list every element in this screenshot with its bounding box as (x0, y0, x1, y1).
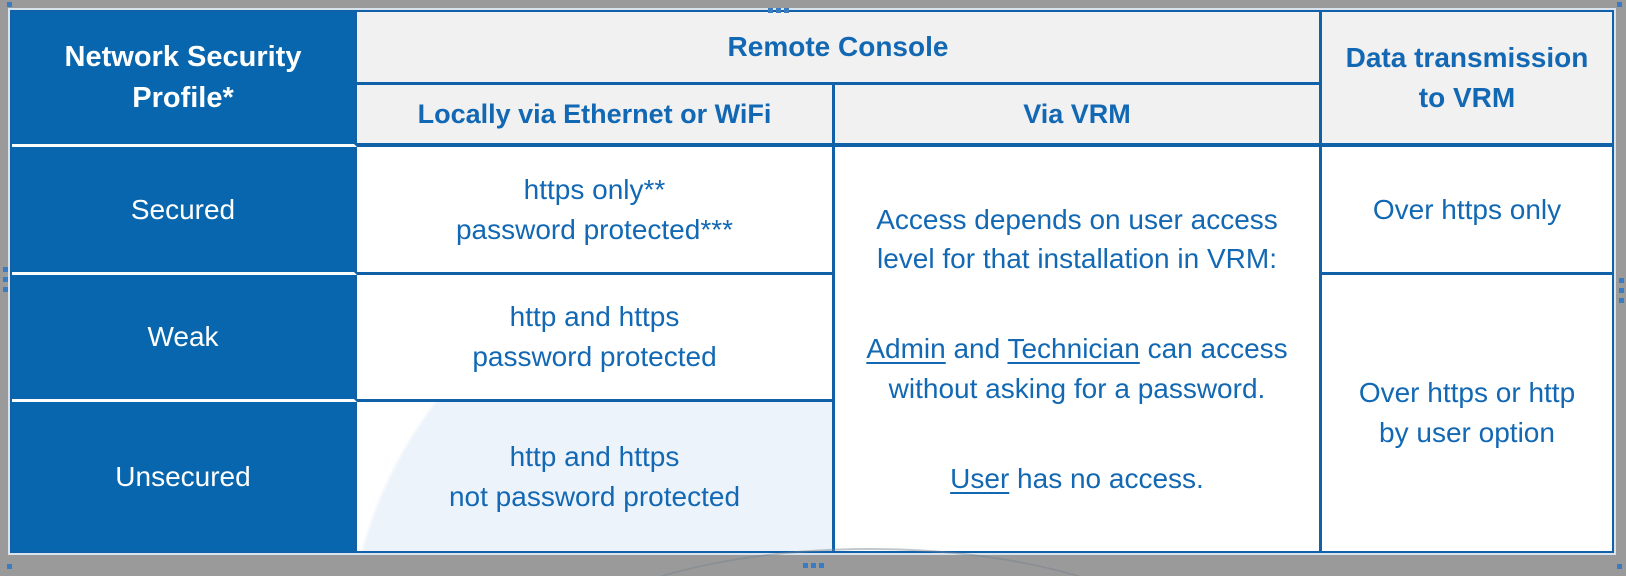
selection-handle-corner-icon[interactable] (1617, 2, 1622, 7)
selection-handle-corner-icon[interactable] (7, 2, 12, 7)
header-data-transmission-to-vrm: Data transmission to VRM (1322, 12, 1612, 147)
header-locally-text: Locally via Ethernet or WiFi (417, 98, 772, 129)
selection-handle-bottom-icon[interactable] (803, 563, 808, 568)
cell-via-vrm-access-description: Access depends on user access level for … (835, 147, 1322, 551)
secured-local-line2: password protected*** (455, 213, 734, 245)
header-network-security-profile-text: Network Security Profile* (64, 40, 302, 114)
table-grid: Network Security Profile* Remote Console… (12, 12, 1612, 551)
cell-secured-local-access: https only** password protected*** (357, 147, 835, 275)
row-label-weak-text: Weak (147, 321, 219, 353)
selection-handle-bottom-icon[interactable] (811, 563, 816, 568)
row-label-secured: Secured (12, 147, 357, 275)
cell-weak-local-access: http and https password protected (357, 275, 835, 402)
header-data-transmission-text: Data transmission to VRM (1345, 41, 1589, 113)
data-tx-secured-text: Over https only (1372, 193, 1562, 225)
row-label-unsecured-text: Unsecured (115, 460, 251, 492)
cell-data-tx-weak-unsecured: Over https or http by user option (1322, 275, 1612, 551)
selection-handle-corner-icon[interactable] (1617, 564, 1622, 569)
selection-handle-bottom-icon[interactable] (819, 563, 824, 568)
unsecured-local-line2: not password protected (448, 480, 741, 512)
unsecured-local-line1: http and https (509, 440, 680, 472)
selection-handle-top-icon[interactable] (784, 8, 789, 13)
selection-handle-right-icon[interactable] (1619, 298, 1624, 303)
cell-unsecured-local-access: http and https not password protected (357, 402, 835, 551)
weak-local-line1: http and https (509, 301, 680, 333)
weak-local-line2: password protected (472, 341, 717, 372)
secured-local-line1: https only** (523, 173, 666, 205)
selection-handle-corner-icon[interactable] (7, 564, 12, 569)
selection-handle-right-icon[interactable] (1619, 278, 1624, 283)
row-label-weak: Weak (12, 275, 357, 402)
security-profile-table: Network Security Profile* Remote Console… (8, 8, 1616, 555)
header-via-vrm: Via VRM (835, 85, 1322, 147)
data-tx-weak-line1: Over https or http (1358, 377, 1576, 409)
cell-data-tx-secured: Over https only (1322, 147, 1612, 275)
selection-handle-top-icon[interactable] (776, 8, 781, 13)
row-label-unsecured: Unsecured (12, 402, 357, 551)
data-tx-weak-line2: by user option (1379, 417, 1555, 448)
header-remote-console: Remote Console (357, 12, 1322, 85)
selection-handle-left-icon[interactable] (3, 287, 8, 292)
row-label-secured-text: Secured (130, 193, 236, 225)
header-locally-via-ethernet-wifi: Locally via Ethernet or WiFi (357, 85, 835, 147)
header-remote-console-text: Remote Console (727, 31, 949, 63)
selection-handle-top-icon[interactable] (768, 8, 773, 13)
selection-handle-right-icon[interactable] (1619, 288, 1624, 293)
header-network-security-profile: Network Security Profile* (12, 12, 357, 147)
selection-handle-left-icon[interactable] (3, 277, 8, 282)
selection-handle-left-icon[interactable] (3, 267, 8, 272)
header-via-vrm-text: Via VRM (1023, 98, 1131, 129)
